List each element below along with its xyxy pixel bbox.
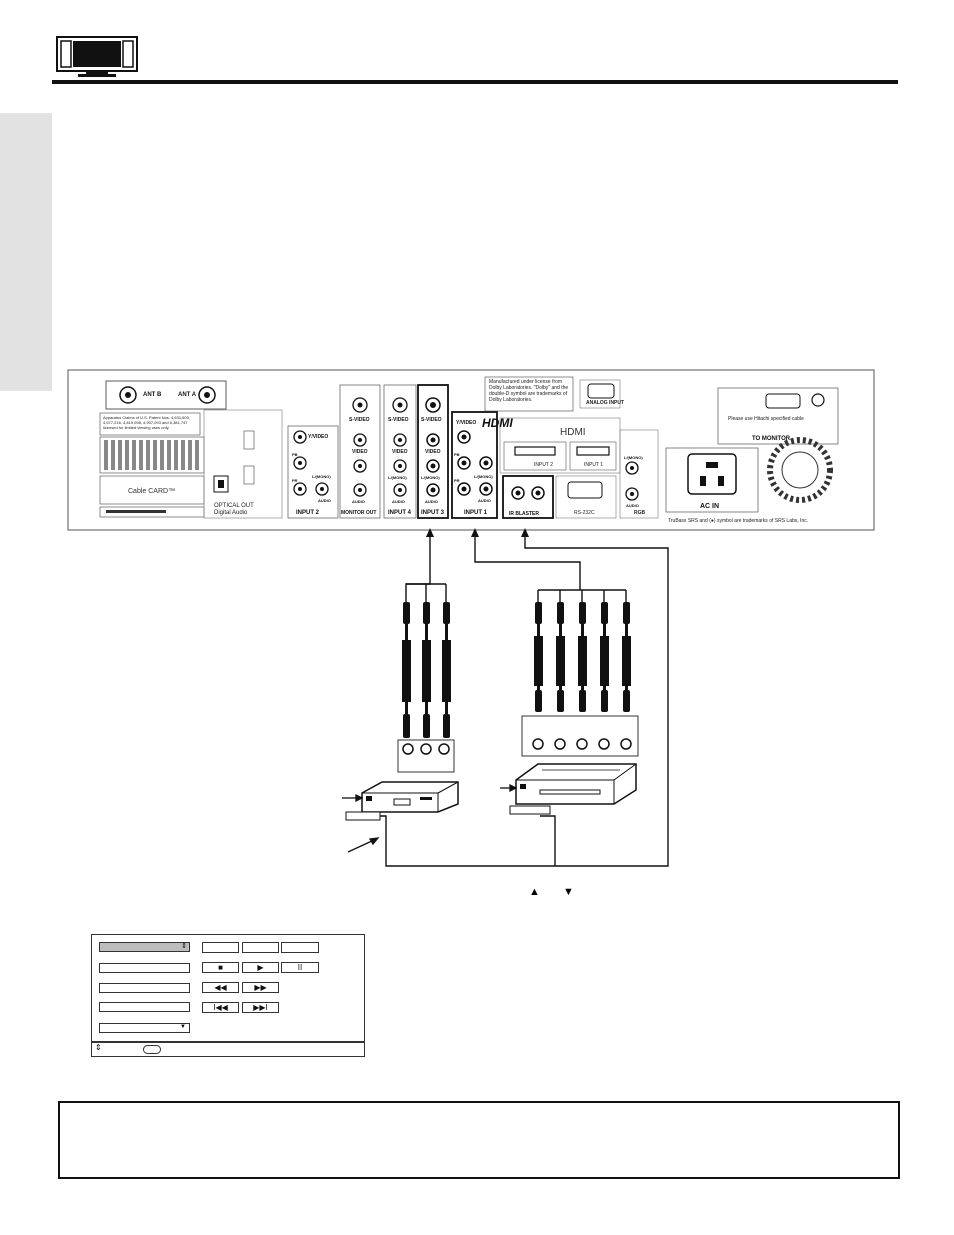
rgb-audio-label: AUDIO (626, 503, 639, 508)
vcr-control-menu: ⇕ ▼ ■ ▶ II ◀◀ ▶▶ I◀◀ ▶▶I (91, 934, 365, 1042)
note-box (58, 1101, 900, 1179)
rs232c-label: RS-232C (574, 510, 595, 516)
play-button[interactable]: ▶ (242, 962, 279, 973)
monitor-out-video-label: VIDEO (352, 449, 368, 455)
input4-svideo-label: S-VIDEO (388, 417, 409, 423)
input1-audio-label: AUDIO (478, 498, 491, 503)
cables-right (534, 602, 631, 712)
analog-input-label: ANALOG INPUT (586, 400, 625, 406)
ant-a-label: ANT A (178, 392, 197, 398)
hdmi-input2-label: INPUT 2 (534, 462, 554, 468)
rewind-button[interactable]: ◀◀ (202, 982, 239, 993)
optical-out-label: OPTICAL OUT (214, 503, 254, 509)
menu-dropdown[interactable]: ▼ (99, 1023, 190, 1033)
input4-video-label: VIDEO (392, 449, 408, 455)
input1-pb-label: PB (454, 452, 460, 457)
monitor-out-svideo-label: S-VIDEO (349, 417, 370, 423)
ac-in-label: AC IN (700, 503, 720, 510)
ant-b-label: ANT B (143, 392, 162, 398)
input3-svideo-label: S-VIDEO (421, 417, 442, 423)
hdmi-label: HDMI (560, 427, 586, 438)
input3-audio-label: AUDIO (425, 499, 438, 504)
input4-lmono-label: L/(MONO) (388, 475, 407, 480)
input2-label: INPUT 2 (296, 510, 320, 516)
ir-blaster-label: IR BLASTER (509, 511, 539, 517)
cablecard-label: Cable CARD™ (128, 488, 176, 495)
pause-button[interactable]: II (281, 962, 319, 973)
side-tab (0, 113, 52, 391)
down-arrow-icon: ▼ (563, 886, 574, 898)
menu-item-selected[interactable]: ⇕ (99, 942, 190, 952)
to-monitor-label: TO MONITOR (752, 436, 791, 442)
trubass-text: TruBass SRS and (●) symbol are trademark… (668, 518, 809, 524)
input2-lmono-label: L/(MONO) (312, 474, 331, 479)
rgb-lmono-label: L/(MONO) (624, 455, 643, 460)
up-arrow-icon: ▲ (529, 886, 540, 898)
menu-item[interactable] (99, 1002, 190, 1012)
vcr-left (345, 781, 459, 821)
hdmi-input1-label: INPUT 1 (584, 462, 604, 468)
cablecard-fins (99, 436, 205, 474)
antenna-b-jack (119, 386, 137, 404)
updown-icon: ⇕ (181, 943, 187, 950)
blank-button[interactable] (242, 942, 279, 953)
select-button-icon (143, 1045, 161, 1054)
navigate-icon: ⇕ (95, 1043, 102, 1052)
blank-button[interactable] (281, 942, 319, 953)
fast-forward-button[interactable]: ▶▶ (242, 982, 279, 993)
menu-item[interactable] (99, 983, 190, 993)
skip-back-button[interactable]: I◀◀ (202, 1002, 239, 1013)
input3-label: INPUT 3 (421, 510, 445, 516)
skip-forward-button[interactable]: ▶▶I (242, 1002, 279, 1013)
chevron-down-icon: ▼ (180, 1024, 186, 1030)
monitor-out-label: MONITOR OUT (341, 510, 377, 516)
monitor-out-audio-label: AUDIO (352, 499, 365, 504)
stop-button[interactable]: ■ (202, 962, 239, 973)
input1-lmono-label: L/(MONO) (474, 474, 493, 479)
fan-vent (767, 437, 833, 503)
input4-audio-label: AUDIO (392, 499, 405, 504)
rear-panel-diagram (67, 369, 875, 867)
digital-audio-label: Digital Audio (214, 510, 248, 516)
patent-text: Apparatus Claims of U.S. Patent Nos. 4,6… (103, 415, 190, 430)
input2-pr-label: PR (292, 478, 298, 483)
blank-button[interactable] (202, 942, 239, 953)
input1-label: INPUT 1 (464, 510, 488, 516)
input2-yvideo-label: Y/VIDEO (308, 434, 329, 440)
dolby-text: Manufactured under license from Dolby La… (489, 379, 569, 403)
input1-yvideo-label: Y/VIDEO (456, 420, 477, 426)
tv-icon (56, 36, 138, 78)
menu-item[interactable] (99, 963, 190, 973)
antenna-a-jack (198, 386, 216, 404)
cables-left (402, 602, 451, 738)
menu-status-bar: ⇕ (91, 1042, 365, 1057)
rgb-label: RGB (634, 510, 646, 516)
monitor-cable-note: Please use Hitachi specified cable (728, 416, 804, 422)
vcr-right (509, 763, 637, 815)
hdmi-logo: HDMI (482, 416, 513, 430)
input2-pb-label: PB (292, 452, 298, 457)
input1-pr-label: PR (454, 478, 460, 483)
header-rule (52, 80, 898, 84)
input3-video-label: VIDEO (425, 449, 441, 455)
input4-label: INPUT 4 (388, 510, 412, 516)
input3-lmono-label: L/(MONO) (421, 475, 440, 480)
input2-audio-label: AUDIO (318, 498, 331, 503)
